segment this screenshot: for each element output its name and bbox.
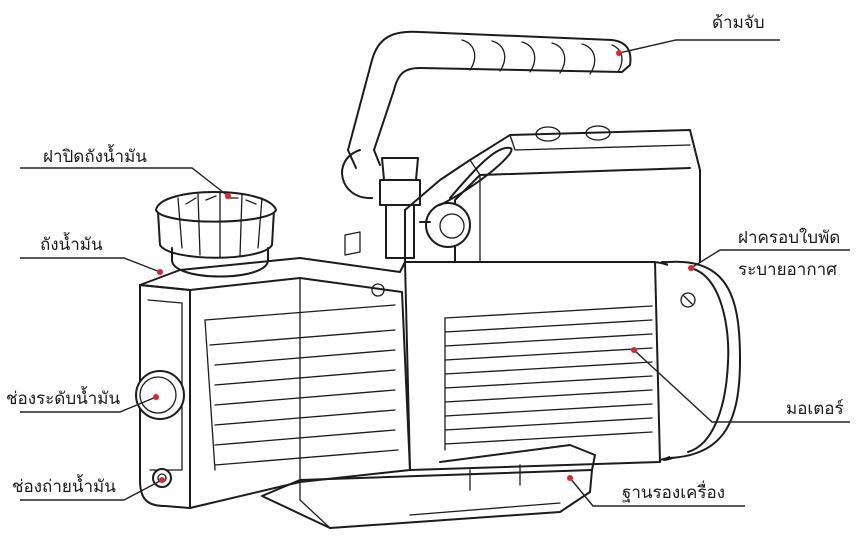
fan-cover-marker — [688, 265, 694, 271]
oil-tank-marker — [157, 269, 163, 275]
fan-cover-label-line1: ฝาครอบใบพัด — [738, 227, 840, 248]
callout-labels: ด้ามจับ ฝาปิดถังน้ำมัน ถังน้ำมัน ฝาครอบใ… — [6, 13, 844, 503]
fan-cover-label-line2: ระบายอากาศ — [738, 260, 837, 280]
oil-tank-label: ถังน้ำมัน — [40, 232, 103, 255]
base-label: ฐานรองเครื่อง — [622, 480, 725, 503]
valve-drawing — [341, 146, 513, 259]
handle-marker — [616, 50, 622, 56]
tank-cap-label: ฝาปิดถังน้ำมัน — [43, 144, 147, 167]
base-marker — [567, 475, 573, 481]
pump-illustration — [135, 30, 741, 529]
motor-drawing — [404, 260, 741, 471]
marker-dots — [153, 50, 694, 483]
oil-sight-glass-label: ช่องระดับน้ำมัน — [6, 386, 121, 409]
oil-tank-drawing — [135, 257, 411, 509]
handle-label: ด้ามจับ — [712, 13, 765, 33]
tank-cap-drawing — [155, 191, 277, 278]
oil-sight-glass-marker — [153, 394, 159, 400]
oil-drain-label: ช่องถ่ายน้ำมัน — [12, 474, 116, 497]
tank-cap-marker — [225, 193, 231, 199]
handle-drawing — [347, 30, 632, 169]
oil-drain-marker — [159, 477, 165, 483]
motor-marker — [631, 347, 637, 353]
motor-label: มอเตอร์ — [786, 399, 844, 419]
leader-lines — [20, 39, 850, 507]
